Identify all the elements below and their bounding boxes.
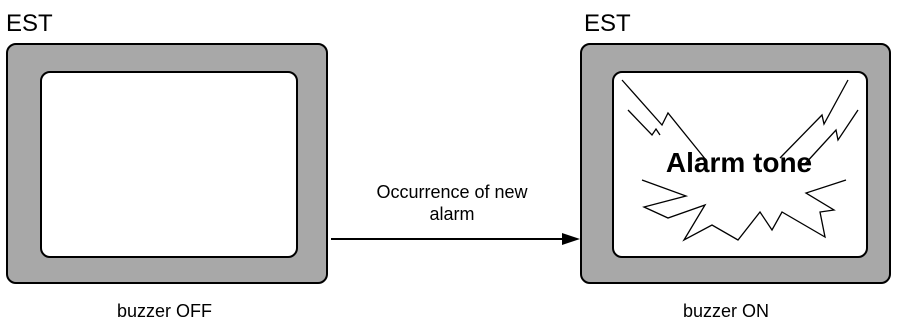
lightning-bolt-right-inner [803, 109, 859, 166]
left-panel-title: EST [6, 10, 53, 37]
transition-arrow-head [562, 233, 580, 245]
transition-label-line1: Occurrence of new [376, 182, 528, 202]
lightning-bolt-left-inner [627, 109, 661, 137]
right-panel-caption: buzzer ON [683, 301, 770, 321]
transition-label: Occurrence of new alarm [342, 181, 562, 225]
transition-label-line2: alarm [429, 204, 475, 224]
right-panel-title: EST [584, 10, 631, 37]
right-monitor-screen [612, 71, 868, 258]
lightning-bolt-right-outer [779, 79, 849, 159]
alarm-burst-outline [641, 179, 847, 242]
lightning-bolt-left-outer [621, 79, 707, 161]
left-monitor-screen [40, 71, 298, 258]
alarm-tone-text: Alarm tone [666, 147, 812, 178]
left-panel-caption: buzzer OFF [117, 301, 213, 321]
